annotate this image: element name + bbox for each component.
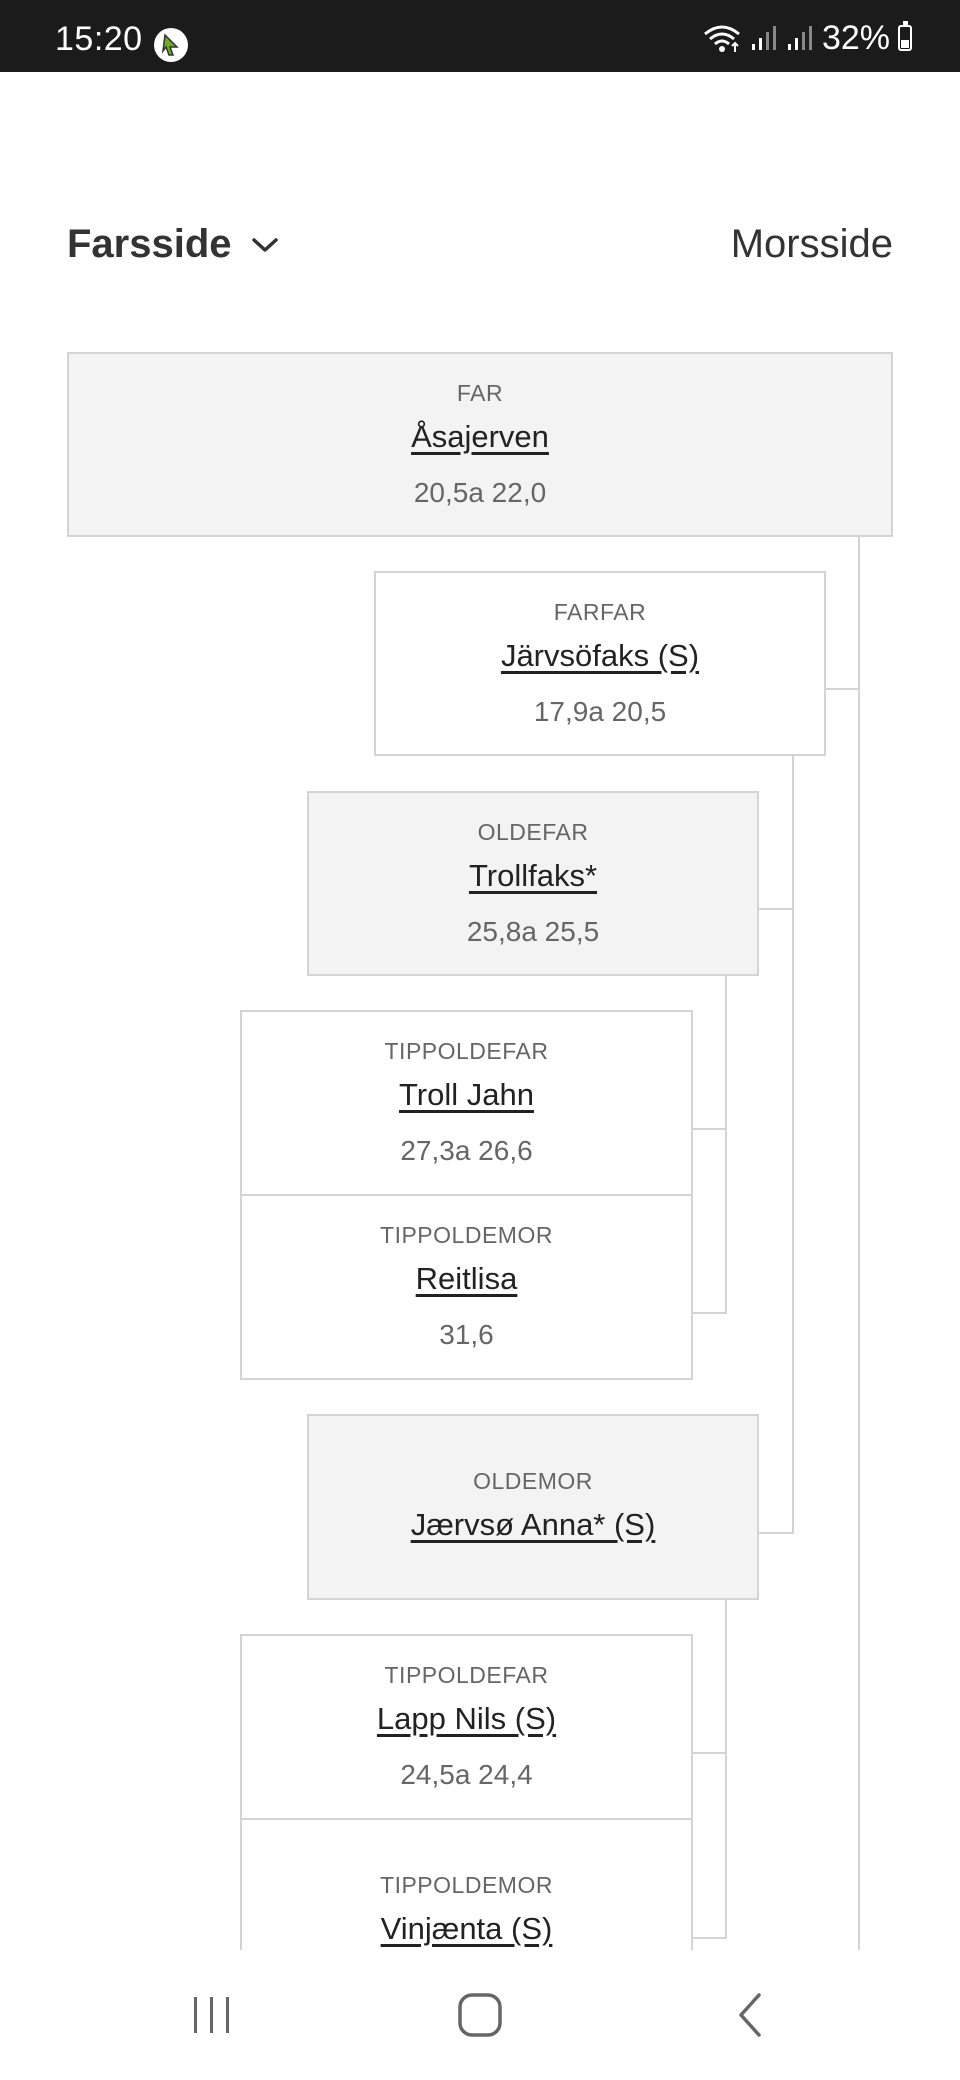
pedigree-card-far: FAR Åsajerven 20,5a 22,0 bbox=[67, 352, 893, 537]
connector-line bbox=[692, 1312, 727, 1314]
card-score: 24,5a 24,4 bbox=[400, 1759, 533, 1790]
connector-line bbox=[759, 1532, 794, 1534]
card-score: 27,3a 26,6 bbox=[400, 1135, 533, 1166]
card-role: OLDEFAR bbox=[477, 819, 589, 845]
navigation-bar bbox=[0, 1950, 960, 2080]
connector-line bbox=[692, 1752, 727, 1754]
horse-name-link[interactable]: Jærvsø Anna* (S) bbox=[410, 1507, 656, 1542]
horse-name-link[interactable]: Vinjænta (S) bbox=[380, 1911, 553, 1946]
status-time: 15:20 bbox=[55, 20, 143, 58]
card-score: 17,9a 20,5 bbox=[533, 696, 667, 727]
connector-line bbox=[825, 688, 860, 690]
status-icons: 32% bbox=[702, 18, 912, 57]
connector-line bbox=[692, 1128, 727, 1130]
pedigree-card-tippoldemor: TIPPOLDEMOR Vinjænta (S) bbox=[240, 1818, 693, 1950]
card-role: TIPPOLDEFAR bbox=[384, 1038, 549, 1064]
tab-father-side[interactable]: Farsside bbox=[67, 222, 280, 267]
pedigree-card-farfar: FARFAR Järvsöfaks (S) 17,9a 20,5 bbox=[374, 571, 826, 756]
signal-icon bbox=[787, 26, 812, 50]
card-role: TIPPOLDEMOR bbox=[380, 1872, 553, 1898]
card-role: TIPPOLDEMOR bbox=[380, 1222, 553, 1248]
recent-apps-button[interactable] bbox=[142, 1950, 282, 2080]
card-role: TIPPOLDEFAR bbox=[384, 1662, 549, 1688]
horse-name-link[interactable]: Lapp Nils (S) bbox=[376, 1701, 557, 1736]
card-score: 20,5a 22,0 bbox=[413, 477, 547, 508]
horse-name-link[interactable]: Reitlisa bbox=[415, 1261, 518, 1296]
connector-line bbox=[792, 755, 794, 1533]
card-role: FAR bbox=[456, 380, 504, 406]
connector-line bbox=[725, 975, 727, 1313]
pedigree-card-oldefar: OLDEFAR Trollfaks* 25,8a 25,5 bbox=[307, 791, 759, 976]
card-score: 31,6 bbox=[439, 1319, 494, 1350]
app-notification-icon bbox=[154, 28, 188, 62]
card-score: 25,8a 25,5 bbox=[466, 916, 600, 947]
card-role: FARFAR bbox=[553, 599, 647, 625]
status-bar: 15:20 32% bbox=[0, 0, 960, 72]
connector-line bbox=[858, 536, 860, 1950]
card-role: OLDEMOR bbox=[473, 1468, 593, 1494]
pedigree-card-tippoldefar: TIPPOLDEFAR Lapp Nils (S) 24,5a 24,4 bbox=[240, 1634, 693, 1820]
home-button[interactable] bbox=[410, 1950, 550, 2080]
back-button[interactable] bbox=[680, 1950, 820, 2080]
battery-icon bbox=[898, 21, 912, 51]
connector-line bbox=[725, 1599, 727, 1939]
tab-father-side-label: Farsside bbox=[67, 222, 232, 266]
battery-percent: 32% bbox=[821, 18, 890, 57]
connector-line bbox=[759, 908, 794, 910]
pedigree-card-tippoldemor: TIPPOLDEMOR Reitlisa 31,6 bbox=[240, 1194, 693, 1380]
horse-name-link[interactable]: Trollfaks* bbox=[468, 858, 598, 893]
horse-name-link[interactable]: Åsajerven bbox=[411, 419, 549, 454]
signal-icon bbox=[751, 26, 776, 50]
pedigree-tree: FAR Åsajerven 20,5a 22,0 FARFAR Järvsöfa… bbox=[67, 352, 893, 1950]
recent-apps-icon bbox=[194, 1997, 229, 2033]
pedigree-card-oldemor: OLDEMOR Jærvsø Anna* (S) bbox=[307, 1414, 759, 1600]
chevron-down-icon bbox=[251, 237, 278, 252]
horse-name-link[interactable]: Järvsöfaks (S) bbox=[500, 638, 700, 673]
connector-line bbox=[692, 1937, 727, 1939]
home-icon bbox=[458, 1993, 502, 2037]
pedigree-card-tippoldefar: TIPPOLDEFAR Troll Jahn 27,3a 26,6 bbox=[240, 1010, 693, 1196]
horse-name-link[interactable]: Troll Jahn bbox=[399, 1077, 534, 1112]
back-icon bbox=[739, 1993, 761, 2037]
wifi-icon bbox=[703, 25, 740, 52]
tab-mother-side[interactable]: Morsside bbox=[730, 222, 893, 266]
